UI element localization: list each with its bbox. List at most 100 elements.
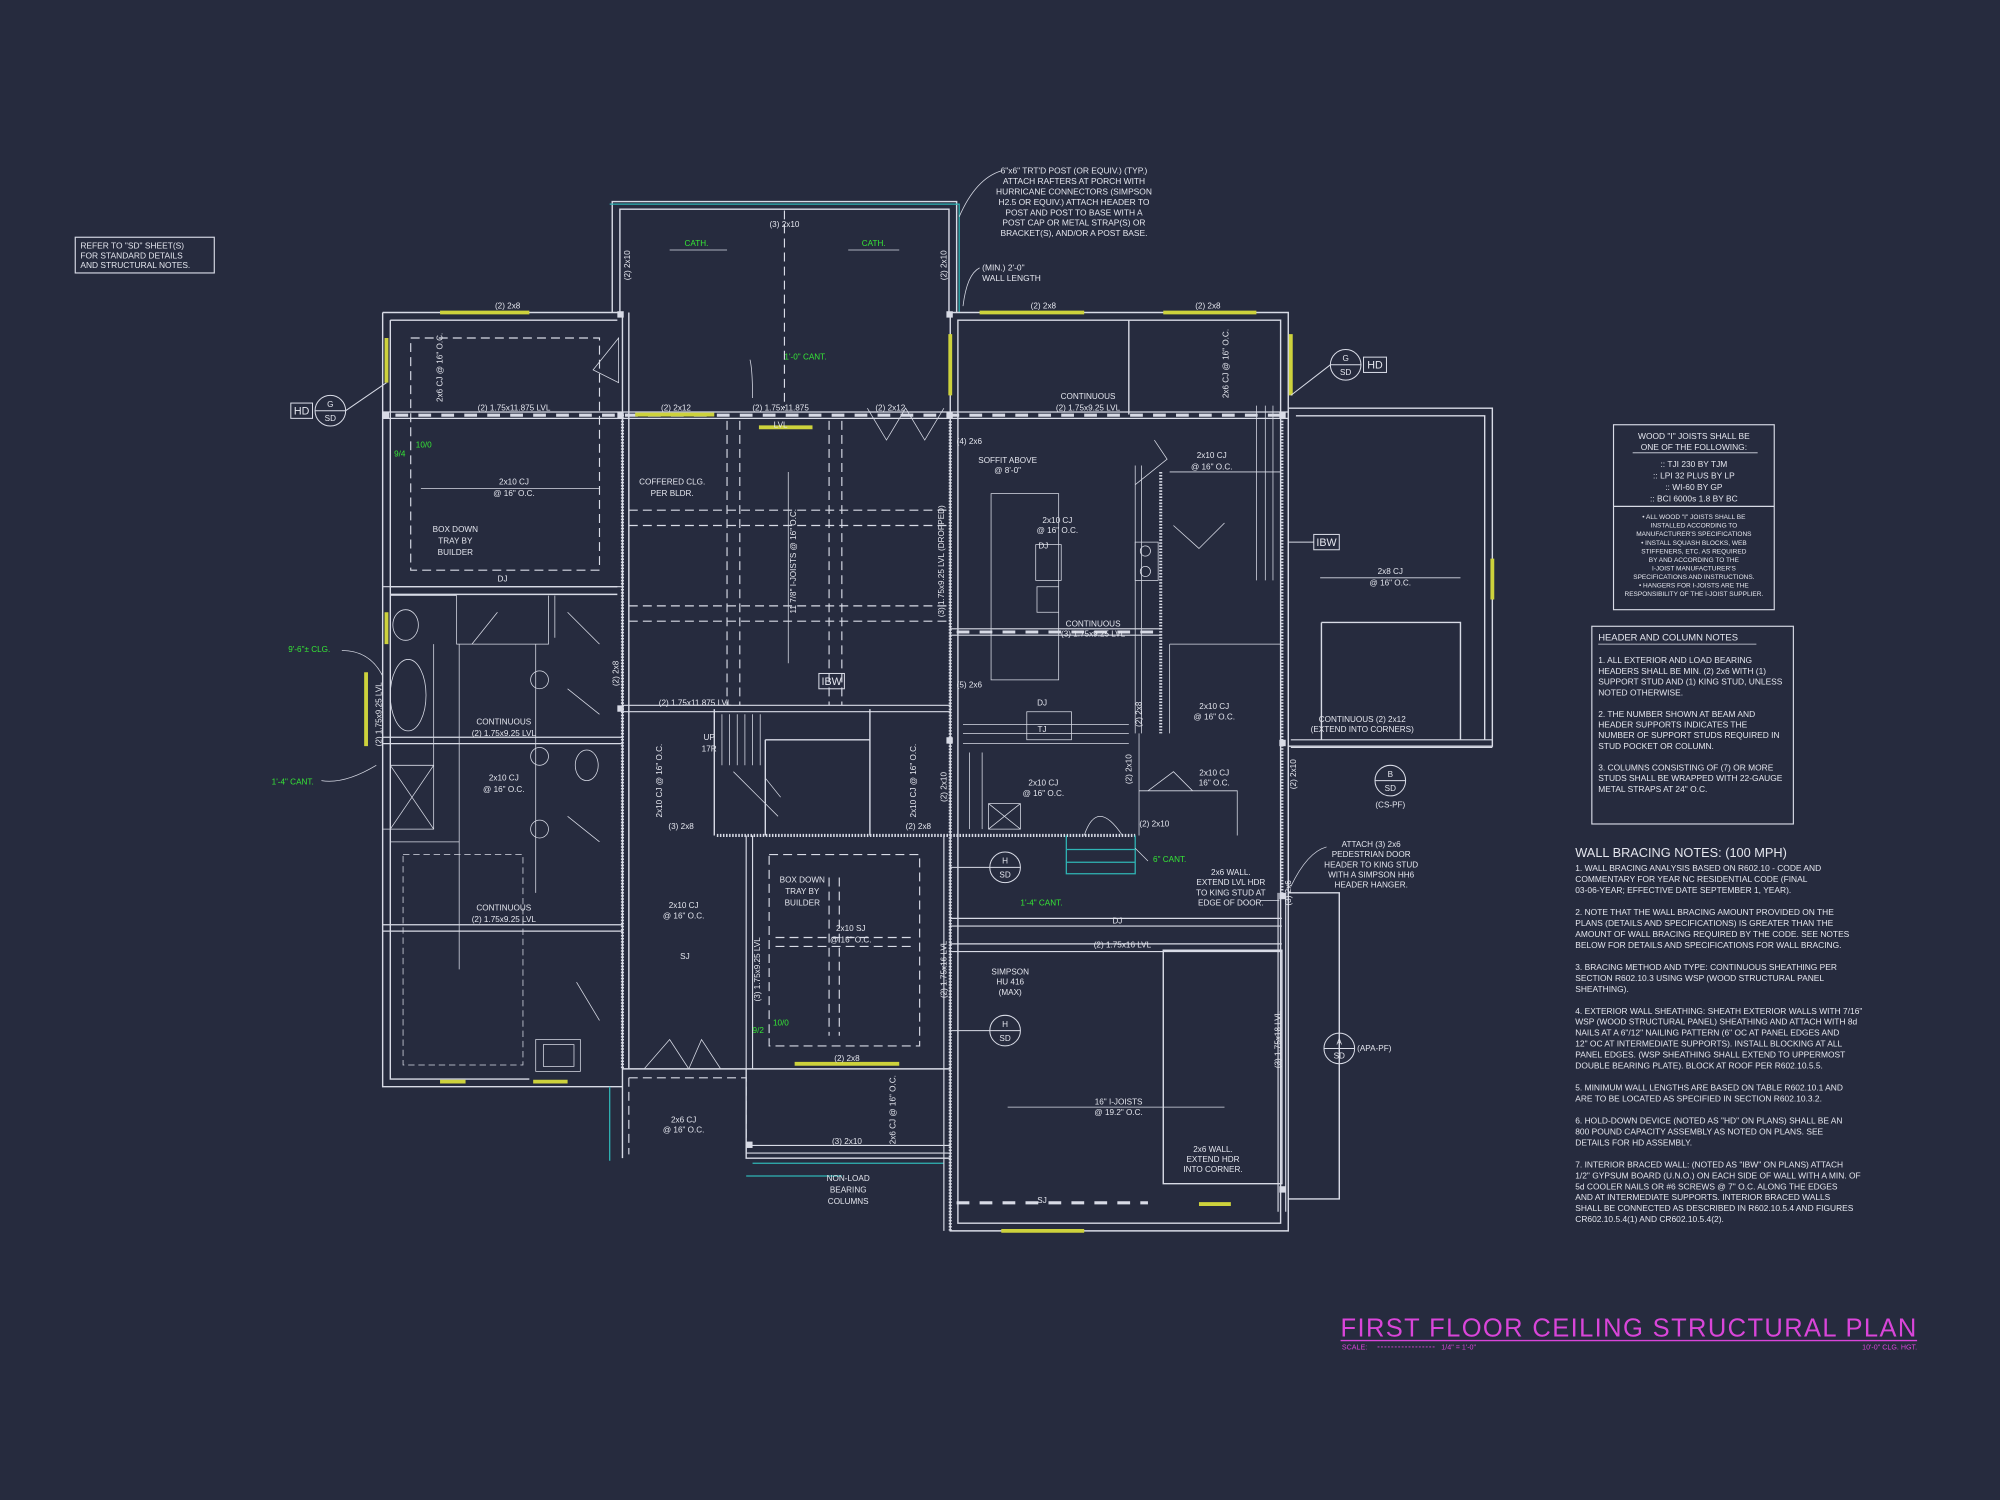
detail-sheet: SD (325, 414, 336, 423)
beam-label: (2) 1.75x16 LVL (1094, 941, 1152, 950)
ibw-tag-center[interactable]: IBW (818, 672, 845, 690)
header-label: (2) 2x12 (875, 404, 905, 413)
note-line: • ALL WOOD "I" JOISTS SHALL BE (1642, 514, 1746, 521)
beam-label: (2) 1.75x9.25 LVL (472, 729, 537, 738)
joist-label: 2x10 CJ @ 16" O.C. (909, 744, 918, 818)
joist-spacing-label: @ 16" O.C. (1194, 712, 1236, 721)
joist-label: 11 7/8" I-JOISTS @ 16" O.C. (789, 509, 798, 614)
joist-label: 2x10 CJ (1042, 516, 1072, 525)
header-label: (2) 2x8 (906, 822, 932, 831)
wall-note: EDGE OF DOOR. (1198, 899, 1264, 908)
note-line: 5. MINIMUM WALL LENGTHS ARE BASED ON TAB… (1575, 1083, 1843, 1093)
detail-tag-hd-right[interactable]: G SD HD (1290, 348, 1387, 396)
note-line: WOOD "I" JOISTS SHALL BE (1638, 431, 1750, 441)
hanger-note: (MAX) (999, 988, 1022, 997)
note-line: I-JOIST MANUFACTURER'S (1652, 565, 1736, 572)
header-hanger-note: HEADER HANGER. (1334, 881, 1407, 890)
dashed-outlines (410, 337, 951, 1155)
note-line: ONE OF THE FOLLOWING: (1641, 442, 1747, 452)
detail-letter: B (1388, 770, 1394, 779)
note-line: BELOW FOR DETAILS AND SPECIFICATIONS FOR… (1575, 940, 1841, 950)
note-line (1575, 1148, 1577, 1158)
beam-label: CONTINUOUS (2) 2x12 (1319, 715, 1406, 724)
note-line: ARE TO BE LOCATED AS SPECIFIED IN SECTIO… (1575, 1094, 1822, 1104)
note-line: ATTACH RAFTERS AT PORCH WITH (1003, 176, 1145, 186)
beam-label: (EXTEND INTO CORNERS) (1311, 725, 1414, 734)
note-line: SPECIFICATIONS AND INSTRUCTIONS. (1633, 574, 1754, 581)
ceiling-step-label: 10/0 (773, 1019, 789, 1028)
beam-label: (2) 1.75x11.875 LVL (478, 404, 551, 413)
joist-label: 2x6 CJ @ 16" O.C. (888, 1075, 897, 1144)
floor-plan-walls (381, 200, 1494, 1232)
joist-label: DJ (1037, 698, 1047, 707)
note-line: • HANGERS FOR I-JOISTS ARE THE (1639, 583, 1749, 590)
beam-label: CONTINUOUS (1061, 392, 1116, 401)
note-line: 1/2" GYPSUM BOARD (U.N.O.) ON EACH SIDE … (1575, 1170, 1860, 1180)
i-joist-options: :: TJI 230 BY TJM:: LPI 32 PLUS BY LP:: … (1650, 459, 1738, 503)
detail-tag-hd-left[interactable]: HD G SD (290, 382, 387, 427)
note-line: 4. EXTERIOR WALL SHEATHING: SHEATH EXTER… (1575, 1006, 1862, 1016)
note-line: 12" OC AT INTERMEDIATE SUPPORTS). INSTAL… (1575, 1039, 1842, 1049)
header-label: (2) 2x8 (1031, 302, 1057, 311)
ceiling-height: 10'-0" CLG. HGT. (1862, 1343, 1917, 1351)
joist-label: 2x6 CJ @ 16" O.C. (1221, 329, 1230, 398)
note-line: 3. BRACING METHOD AND TYPE: CONTINUOUS S… (1575, 962, 1837, 972)
note-line: WSP (WOOD STRUCTURAL PANEL) SHEATHING AN… (1575, 1017, 1857, 1027)
stair-label: 17R (702, 744, 717, 753)
interior-braced-wall-tag: IBW (1316, 537, 1337, 549)
header-label: (2) 2x10 (939, 772, 948, 802)
post-note: 6"x6" TRT'D POST (OR EQUIV.) (TYP.)ATTAC… (958, 165, 1152, 238)
note-line (1575, 951, 1577, 961)
bracing-method-label: (APA-PF) (1357, 1044, 1392, 1053)
beam-label: CONTINUOUS (1066, 619, 1121, 628)
joist-spacing-label: @ 16" O.C. (493, 489, 535, 498)
refer-note-text: REFER TO "SD" SHEET(S)FOR STANDARD DETAI… (80, 241, 190, 270)
joist-spacing-label: @ 16" O.C. (663, 911, 705, 920)
ceiling-height-annotations: 1'-0" CANT. 9'-6"± CLG. 1'-4" CANT. 6" C… (272, 353, 1187, 1035)
wall-bracing-notes: WALL BRACING NOTES: (100 MPH) 1. WALL BR… (1575, 845, 1862, 1224)
interior-braced-wall-tag: IBW (822, 676, 843, 688)
note-line: SHEATHING). (1575, 984, 1629, 994)
detail-tag-h-upper[interactable]: H SD (950, 851, 1021, 884)
joist-label: 2x8 CJ (1378, 567, 1403, 576)
detail-letter: G (1342, 354, 1348, 363)
header-label: (2) 2x10 (1139, 820, 1169, 829)
detail-tag-b[interactable]: B SD (CS-PF) (1374, 764, 1407, 809)
note-line: :: BCI 6000s 1.8 BY BC (1650, 493, 1738, 503)
porch-header-label: (3) 2x10 (769, 220, 799, 229)
note-line: HEADER SUPPORTS INDICATES THE (1598, 720, 1747, 730)
note-line: 1. ALL EXTERIOR AND LOAD BEARING (1598, 655, 1752, 665)
note-line: COMMENTARY FOR YEAR NC RESIDENTIAL CODE … (1575, 874, 1807, 884)
stair-label: UP (704, 733, 716, 742)
note-line: CR602.10.5.4(1) AND CR602.10.5.4(2). (1575, 1214, 1724, 1224)
joist-label: TJ (1038, 725, 1047, 734)
refer-note: REFER TO "SD" SHEET(S)FOR STANDARD DETAI… (74, 236, 215, 274)
note-line (1575, 1072, 1577, 1082)
header-label: (2) 2x8 (1195, 302, 1221, 311)
plan-labels-right: (2) 2x8 (2) 2x8 2x6 CJ @ 16" O.C. CONTIN… (937, 302, 1461, 1205)
beam-lines (382, 411, 1493, 1231)
note-line: SUPPORT STUD AND (1) KING STUD, UNLESS (1598, 677, 1783, 687)
note-line: H2.5 OR EQUIV.) ATTACH HEADER TO (999, 197, 1150, 207)
header-label: (2) 2x12 (661, 404, 691, 413)
bracing-method-label: (CS-PF) (1375, 800, 1405, 809)
joist-spacing-label: @ 16" O.C. (1023, 789, 1065, 798)
note-line: DETAILS FOR HD ASSEMBLY. (1575, 1137, 1692, 1147)
joist-spacing-label: @ 16" O.C. (1037, 526, 1079, 535)
note-line: 2. NOTE THAT THE WALL BRACING AMOUNT PRO… (1575, 907, 1834, 917)
beam-label: (2) 1.75x9.25 LVL (472, 915, 537, 924)
detail-tag-a[interactable]: A SD (APA-PF) (1323, 1032, 1392, 1065)
joist-spacing-label: @ 16" O.C. (1370, 578, 1412, 587)
joist-spacing-label: @ 16" O.C. (483, 785, 525, 794)
note-line: 03-06-YEAR; EFFECTIVE DATE SEPTEMBER 1, … (1575, 885, 1791, 895)
porch-side-label: (2) 2x10 (939, 250, 948, 280)
header-label: (2) 2x10 (1124, 754, 1133, 784)
note-line: BY AND ACCORDING TO THE (1649, 557, 1740, 564)
joist-label: 2x10 CJ (489, 774, 519, 783)
min-wall-note-text: (MIN.) 2'-0"WALL LENGTH (982, 262, 1041, 282)
ibw-tag-right[interactable]: IBW (1288, 533, 1340, 551)
detail-tag-h-lower[interactable]: H SD (950, 1014, 1021, 1047)
tray-label: BUILDER (438, 548, 473, 557)
